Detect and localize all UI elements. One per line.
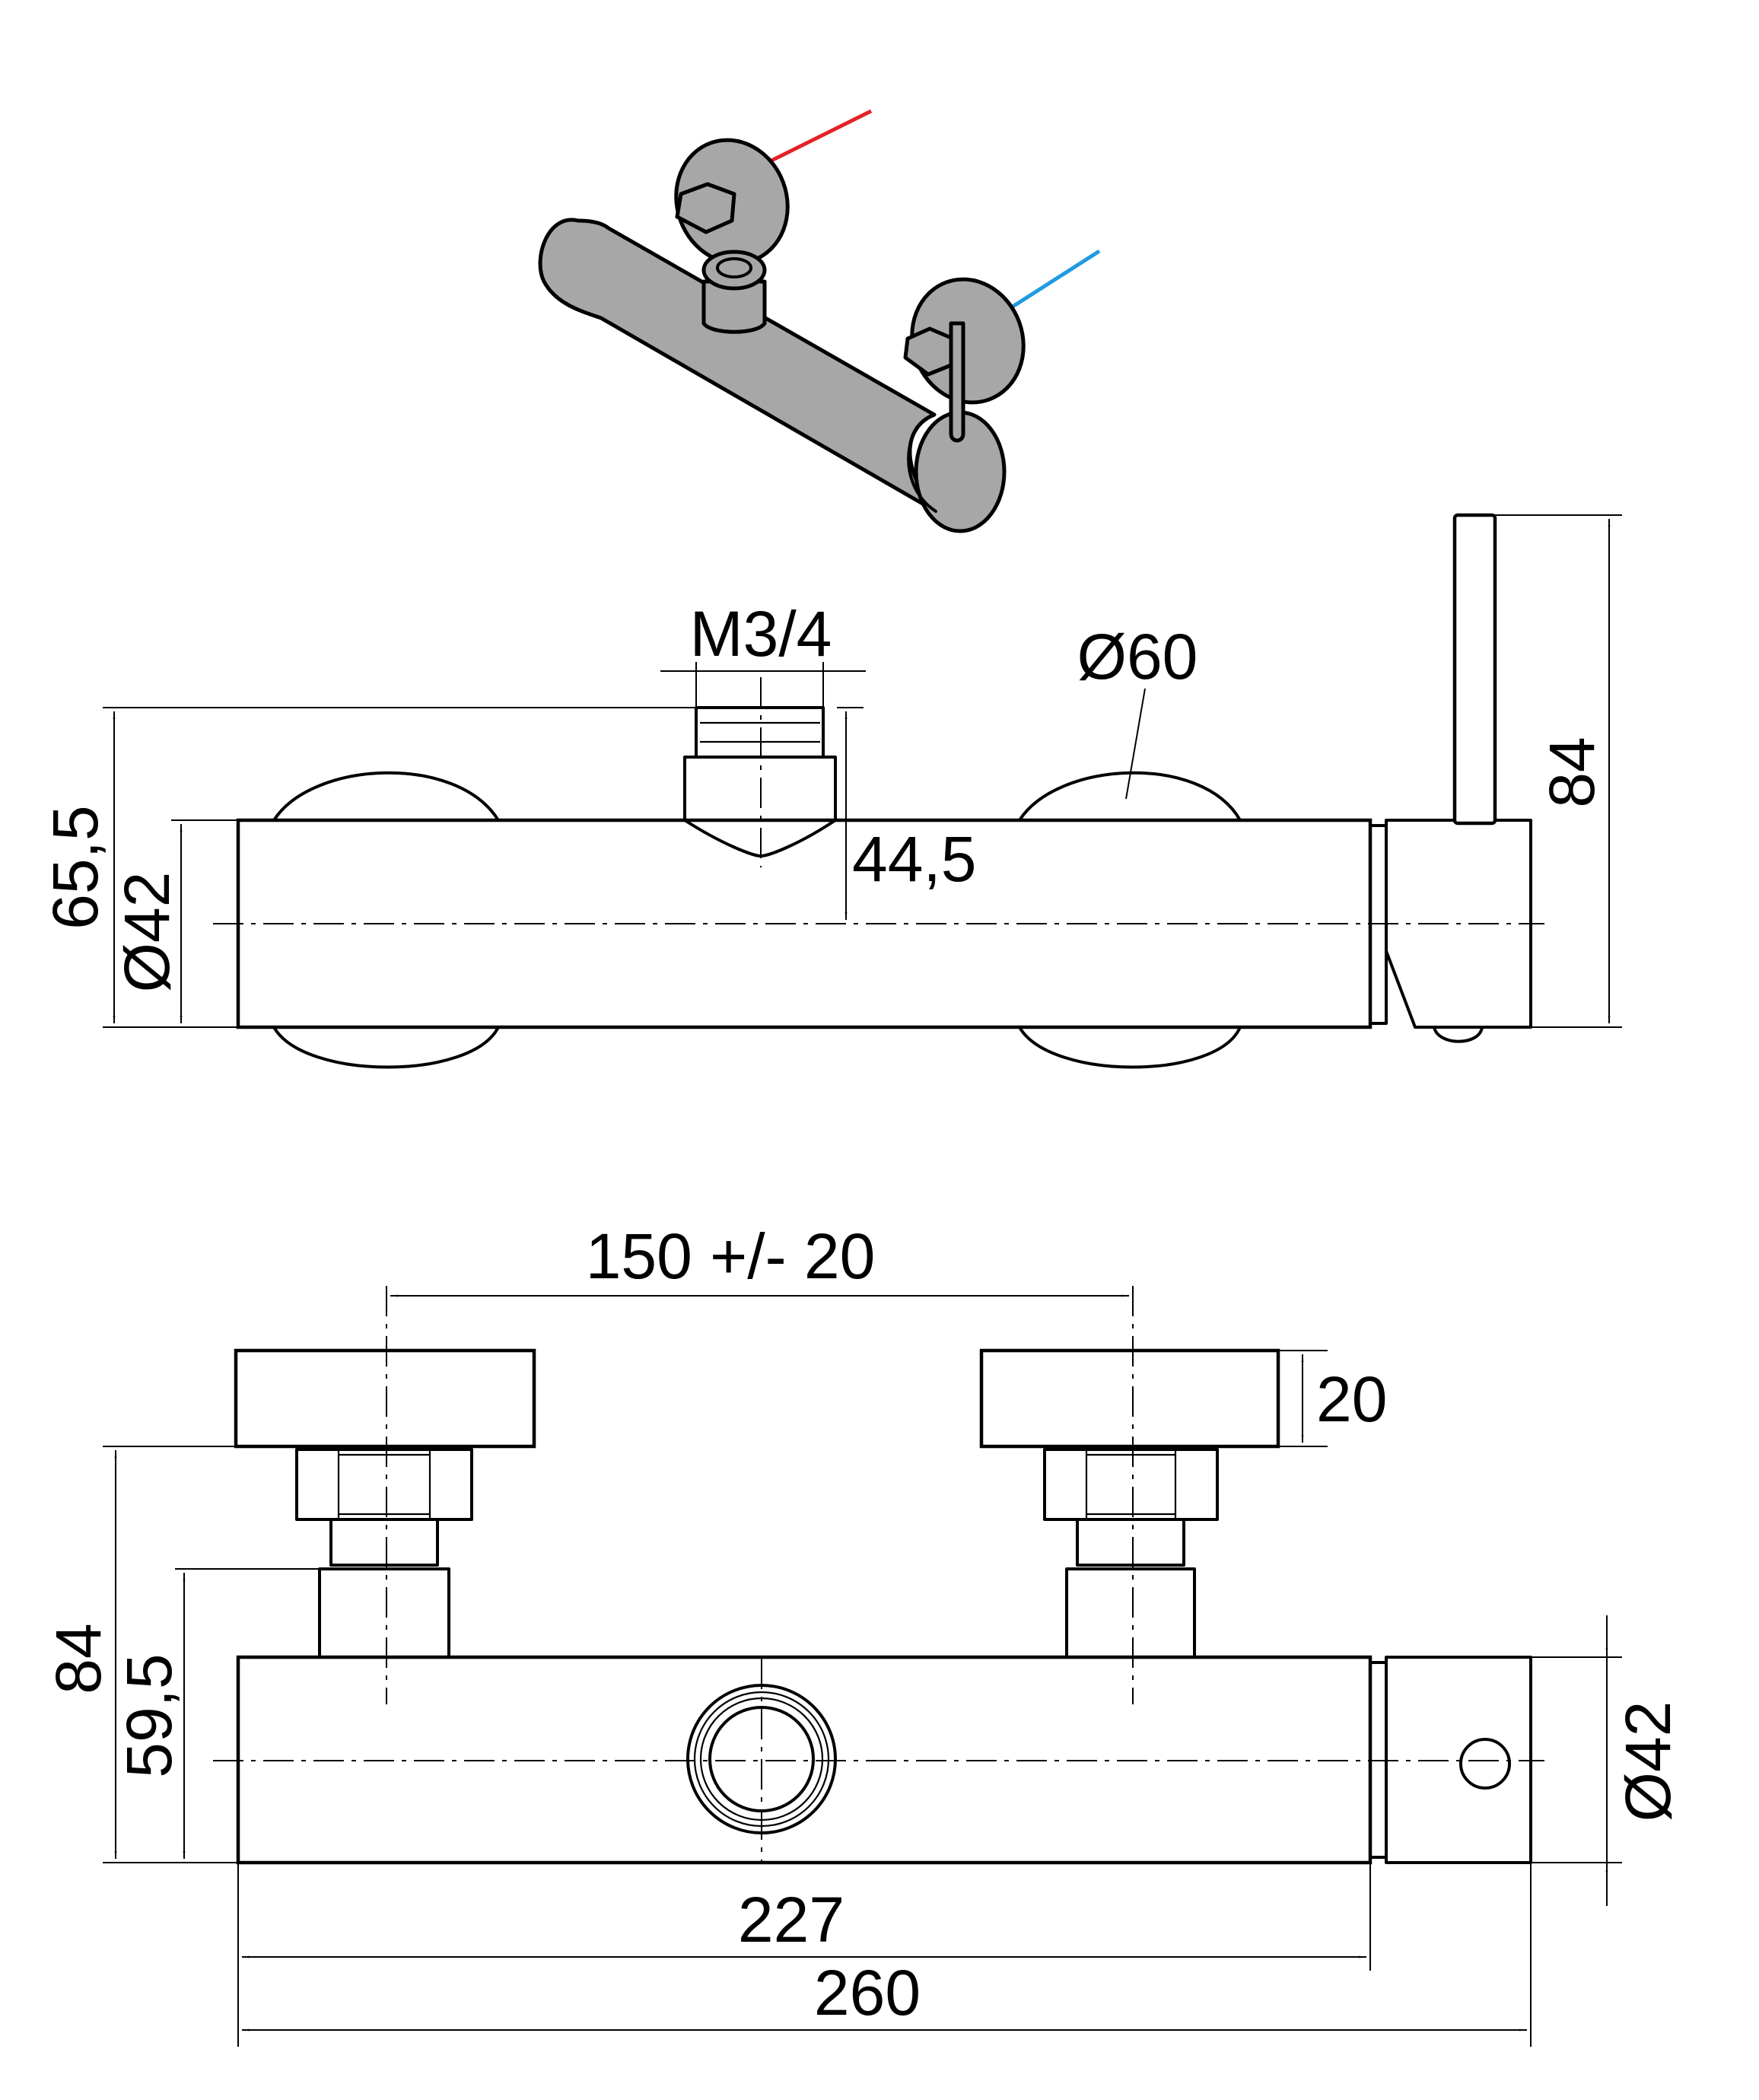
cold-pipe-line	[1003, 249, 1101, 314]
outlet-hole	[716, 257, 752, 278]
side-left-plate-bottom	[272, 1026, 500, 1069]
lever-handle	[949, 321, 965, 443]
hot-pipe-line	[768, 109, 873, 164]
outlet-height-label: 44,5	[852, 823, 977, 895]
top-body-diameter-label: Ø42	[1612, 1701, 1684, 1822]
top-left-nut	[295, 1448, 473, 1521]
top-total-depth-label: 84	[43, 1623, 114, 1694]
top-right-nut	[1043, 1448, 1219, 1521]
body-depth-label: 59,5	[113, 1653, 185, 1778]
wall-plate-label: Ø60	[1077, 621, 1198, 692]
top-right-plate	[979, 1348, 1280, 1449]
thread-label: M3/4	[690, 598, 832, 670]
plate-thickness-label: 20	[1316, 1363, 1387, 1435]
centers-label: 150 +/- 20	[586, 1220, 876, 1292]
mixer-3d-illustration	[538, 109, 1101, 533]
side-right-plate-bottom	[1018, 1026, 1242, 1069]
outlet-stub	[701, 279, 767, 334]
body-length-label: 227	[738, 1884, 845, 1955]
side-handle-knob	[1433, 1026, 1484, 1043]
top-right-shank	[1076, 1518, 1185, 1567]
top-left-plate	[234, 1348, 536, 1449]
right-nut	[903, 326, 957, 377]
handle-height-label: 84	[1536, 737, 1608, 807]
side-handle-base	[1385, 819, 1532, 1029]
side-outlet-thread	[695, 706, 825, 759]
outlet-ring	[701, 250, 767, 291]
left-nut	[675, 182, 736, 234]
top-view: 150 +/- 20 20 84 59,5 Ø42 227 260	[43, 1220, 1684, 2047]
side-lever	[1452, 513, 1497, 826]
side-outlet	[683, 756, 837, 858]
side-view: M3/4 Ø60 65,5 Ø42 44,5 84	[40, 513, 1622, 1069]
overall-length-label: 260	[814, 1957, 921, 2028]
cap-ring	[907, 413, 937, 513]
body-diameter-label: Ø42	[111, 872, 183, 993]
top-handle-pin	[1459, 1738, 1511, 1790]
top-left-shank	[329, 1518, 439, 1567]
total-depth-label: 65,5	[40, 805, 111, 930]
side-left-plate-top	[272, 771, 500, 822]
